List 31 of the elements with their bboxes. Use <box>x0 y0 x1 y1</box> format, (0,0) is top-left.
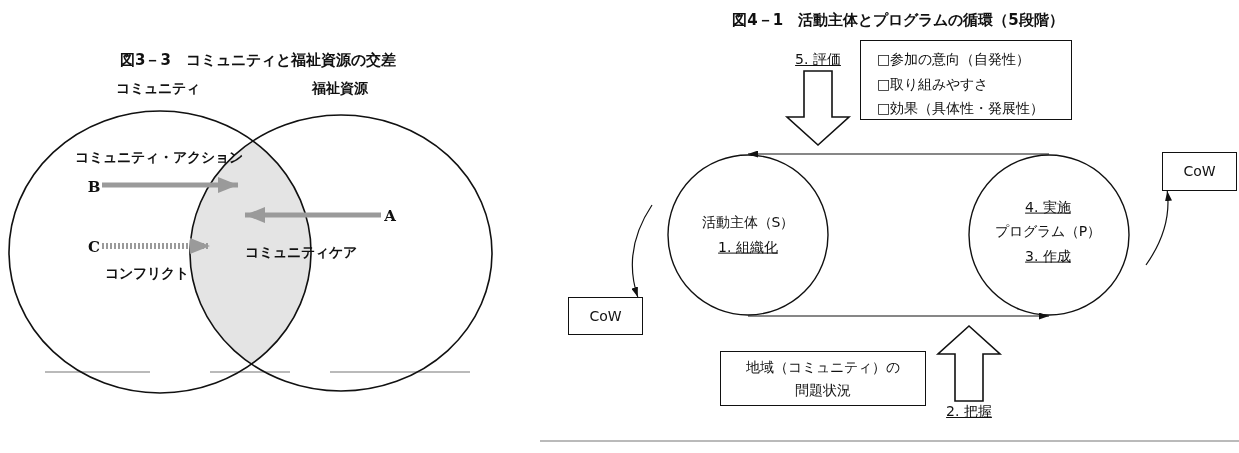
circle-label: 活動主体（S） <box>701 213 795 231</box>
circle-label: プログラム（P） <box>994 222 1102 240</box>
arrow <box>631 204 653 298</box>
block-arrow <box>935 324 1003 402</box>
checklist-item: □取り組みやすさ <box>877 75 989 93</box>
set-heading: コミュニティ <box>116 79 200 97</box>
step-label: 2. 把握 <box>939 401 999 423</box>
arrow <box>1145 190 1172 266</box>
checklist-item: □効果（具体性・発展性） <box>877 99 1045 117</box>
checklist-item: □参加の意向（自発性） <box>877 50 1031 68</box>
checklist-box <box>860 40 1072 120</box>
edge-label: コンフリクト <box>105 264 189 282</box>
circle-label: 4. 実施 <box>1025 198 1071 216</box>
block-arrow <box>784 70 852 147</box>
circle-label: 1. 組織化 <box>718 238 778 256</box>
letter-label: B <box>86 177 102 197</box>
arrow <box>245 207 381 223</box>
arrow <box>747 312 1050 320</box>
set-heading: 福祉資源 <box>312 79 368 97</box>
step-label: 5. 評価 <box>788 49 848 71</box>
letter-label: C <box>86 237 102 257</box>
figure-title: 図4－1 活動主体とプログラムの循環（5段階） <box>732 11 1064 29</box>
arrow <box>747 150 1050 158</box>
letter-label: A <box>381 206 399 226</box>
label-box: CoW <box>568 297 643 335</box>
circle-label: 3. 作成 <box>1025 247 1071 265</box>
figure-title: 図3－3 コミュニティと福祉資源の交差 <box>120 51 396 69</box>
arrow <box>102 177 238 193</box>
arrow <box>102 238 210 254</box>
label-box: CoW <box>1162 152 1237 191</box>
problem-box: 地域（コミュニティ）の問題状況 <box>720 351 926 406</box>
